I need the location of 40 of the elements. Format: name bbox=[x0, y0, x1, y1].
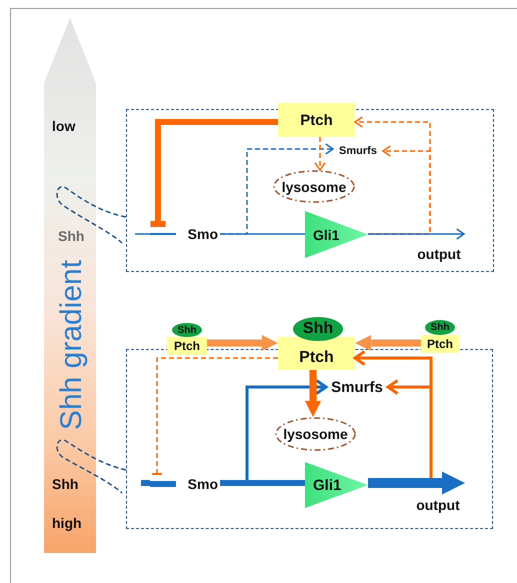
dashed-panel bbox=[126, 109, 494, 272]
inhibition-line bbox=[151, 357, 278, 475]
ligand-ellipse: Shh bbox=[425, 320, 455, 335]
connector-line bbox=[141, 480, 150, 486]
arrow bbox=[368, 228, 465, 240]
protein-label: Smo bbox=[150, 224, 220, 244]
protein-box: Ptch bbox=[278, 337, 355, 370]
connector-line bbox=[135, 233, 150, 235]
protein-label: Smurfs bbox=[333, 144, 383, 158]
gradient-label: high bbox=[52, 515, 82, 531]
organelle-label: lysosome bbox=[282, 178, 346, 194]
arrow bbox=[304, 370, 322, 417]
protein-box: Ptch bbox=[421, 335, 459, 353]
protein-label: Smo bbox=[150, 474, 220, 494]
gradient-label: Shh bbox=[58, 228, 84, 244]
lysosome-ellipse bbox=[275, 417, 356, 451]
gradient-label: Shh bbox=[52, 476, 78, 492]
lysosome-ellipse bbox=[273, 170, 355, 203]
protein-box: Ptch bbox=[278, 103, 355, 137]
output-label: output bbox=[409, 483, 467, 513]
ligand-ellipse: Shh bbox=[172, 323, 202, 337]
arrow bbox=[355, 334, 421, 352]
protein-label: Smurfs bbox=[326, 378, 388, 396]
axis-title: Shh gradient bbox=[57, 260, 87, 430]
ligand-ellipse: Shh bbox=[293, 317, 343, 341]
triangle-shape bbox=[305, 462, 368, 508]
arrow bbox=[207, 334, 278, 352]
connector-line bbox=[220, 480, 305, 486]
protein-box: Ptch bbox=[167, 337, 207, 355]
protein-label: Gli1 bbox=[313, 476, 342, 494]
dashed-panel bbox=[126, 349, 493, 529]
arrow bbox=[314, 137, 326, 171]
gradient-arrow bbox=[44, 18, 96, 553]
organelle-label: lysosome bbox=[283, 426, 348, 442]
connector-line bbox=[220, 233, 305, 235]
arrow bbox=[368, 472, 465, 494]
gradient-label: low bbox=[52, 118, 76, 134]
protein-label: Gli1 bbox=[313, 226, 340, 242]
triangle-shape bbox=[305, 211, 368, 258]
output-label: output bbox=[410, 234, 468, 262]
